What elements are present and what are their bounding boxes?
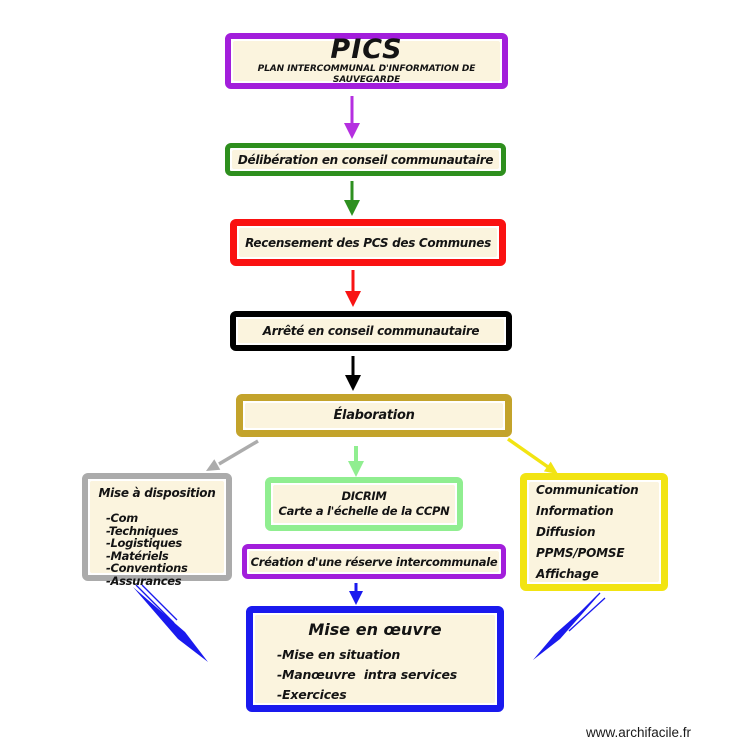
mise-a-disposition-title: Mise à disposition	[98, 486, 216, 500]
recensement-label: Recensement des PCS des Communes	[245, 235, 491, 250]
arrow-elaboration-to-dicrim	[348, 446, 364, 477]
box-communication: Communication Information Diffusion PPMS…	[520, 473, 668, 591]
arrow-recensement-to-arrete	[345, 270, 361, 307]
box-mise-en-oeuvre: Mise en œuvre -Mise en situation -Manœuv…	[246, 606, 504, 712]
reserve-label: Création d'une réserve intercommunale	[250, 554, 498, 569]
list-item: -Conventions	[106, 561, 188, 575]
list-item: -Manœuvre intra services	[277, 667, 457, 682]
list-item: -Matériels	[106, 548, 169, 563]
list-item: Information	[536, 503, 614, 518]
list-item: -Techniques	[106, 523, 179, 538]
dicrim-title: DICRIM	[341, 489, 387, 503]
box-mise-a-disposition: Mise à disposition -Com -Techniques -Log…	[82, 473, 232, 587]
arrow-elaboration-to-communication	[506, 437, 558, 474]
box-arrete: Arrêté en conseil communautaire	[230, 311, 512, 351]
dicrim-subtitle: Carte a l'échelle de la CCPN	[278, 504, 450, 518]
arrow-elaboration-to-mise-a-disposition	[206, 439, 259, 471]
mise-en-oeuvre-title: Mise en œuvre	[308, 620, 442, 639]
box-elaboration: Élaboration	[236, 394, 512, 437]
pics-subtitle: PLAN INTERCOMMUNAL D'INFORMATION DE SAUV…	[257, 63, 476, 85]
list-item: PPMS/POMSE	[536, 545, 625, 560]
arrow-pics-to-deliberation	[344, 96, 360, 139]
list-item: Communication	[536, 482, 639, 497]
box-deliberation: Délibération en conseil communautaire	[225, 143, 506, 176]
elaboration-label: Élaboration	[333, 408, 415, 423]
arrete-label: Arrêté en conseil communautaire	[262, 324, 480, 338]
list-item: Diffusion	[536, 524, 596, 539]
list-item: -Com	[106, 511, 138, 525]
watermark-link: www.archifacile.fr	[586, 725, 692, 740]
box-dicrim: DICRIM Carte a l'échelle de la CCPN	[265, 477, 463, 531]
deliberation-label: Délibération en conseil communautaire	[237, 152, 494, 167]
list-item: -Exercices	[277, 687, 347, 702]
arrow-deliberation-to-recensement	[344, 181, 360, 216]
box-reserve: Création d'une réserve intercommunale	[242, 544, 506, 579]
box-pics: PICS PLAN INTERCOMMUNAL D'INFORMATION DE…	[225, 33, 508, 89]
arrow-mise-a-disposition-to-mise-en-oeuvre	[133, 584, 208, 662]
list-item: -Logistiques	[106, 536, 182, 550]
list-item: -Assurances	[106, 573, 182, 588]
arrow-arrete-to-elaboration	[345, 356, 361, 391]
box-recensement: Recensement des PCS des Communes	[230, 219, 506, 266]
arrow-communication-to-mise-en-oeuvre	[533, 592, 606, 660]
list-item: -Mise en situation	[277, 647, 401, 662]
arrow-reserve-to-mise-en-oeuvre	[349, 583, 363, 605]
list-item: Affichage	[536, 566, 599, 581]
pics-title: PICS	[330, 33, 403, 65]
